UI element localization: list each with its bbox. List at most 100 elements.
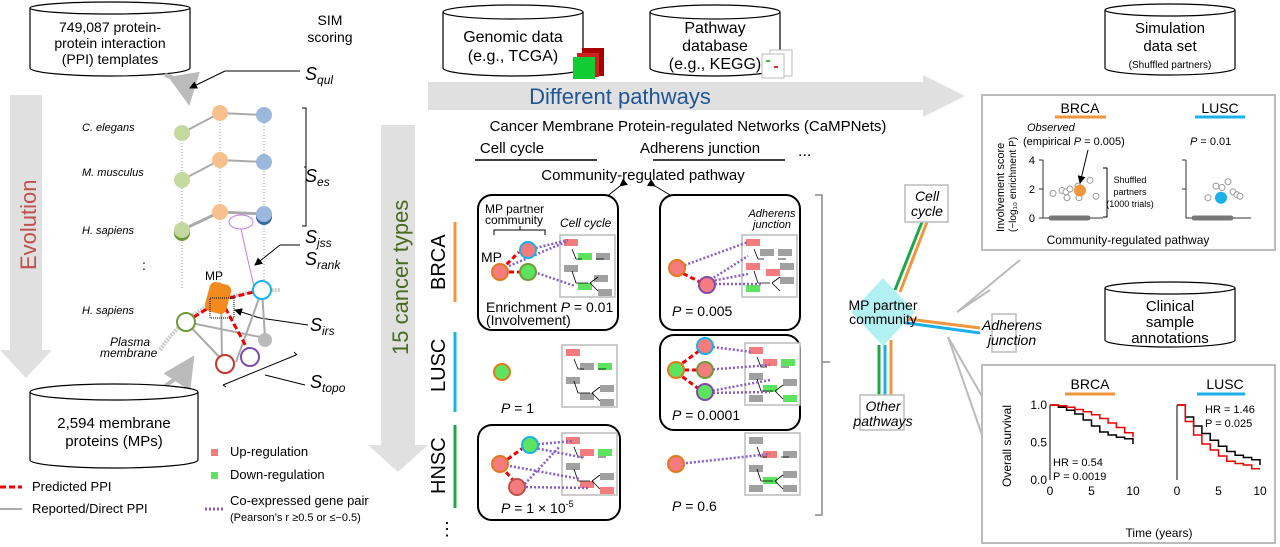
row-label-lusc: LUSC — [428, 339, 450, 392]
col-header-more: ... — [798, 143, 811, 160]
pathway-gene — [783, 471, 797, 478]
inv-observed-point — [1074, 184, 1086, 197]
pathway-gene — [780, 277, 794, 284]
campnets-title: Cancer Membrane Protein-regulated Networ… — [490, 118, 887, 135]
partner-node — [519, 241, 537, 259]
mp-node — [667, 361, 685, 379]
inv-shuffled-point — [1218, 184, 1226, 192]
legend-reported: Reported/Direct PPI — [32, 501, 148, 516]
partner-node — [696, 361, 714, 379]
inv-shuffled-point — [1049, 189, 1057, 197]
surv-ytick-label: 0.0 — [1030, 473, 1047, 487]
coexp-edge — [533, 270, 576, 288]
mp-node — [668, 259, 686, 277]
ppi-to-network-arrow — [164, 71, 200, 106]
coexp-edge — [521, 485, 591, 490]
svg-text:data set: data set — [1143, 38, 1197, 55]
pathway-gene — [600, 473, 614, 480]
surv-brca-title: BRCA — [1071, 376, 1111, 392]
cancer-types-arrow: 15 cancer types — [368, 125, 428, 472]
surv-xtick-label: 10 — [1126, 484, 1140, 498]
pathway-gene — [600, 385, 614, 392]
inv-ytick-label: 4 — [1029, 155, 1035, 167]
pathway-gene — [580, 393, 594, 400]
p-lusc-adherens: P = 0.0001 — [672, 407, 740, 423]
pathway-gene — [566, 377, 580, 384]
surv-lusc-p: P = 0.025 — [1205, 418, 1252, 430]
coexp-edge — [704, 390, 771, 395]
partner-node — [698, 276, 716, 294]
surv-ytick-label: 0.5 — [1030, 436, 1047, 450]
node-other — [859, 394, 905, 431]
genomic-db-line2: (e.g., TCGA) — [468, 48, 558, 65]
partner-node — [696, 383, 714, 401]
clinical-db: Clinical sample annotations — [1104, 281, 1236, 348]
species-c-elegans: C. elegans — [82, 122, 135, 134]
ppi-db-line3: (PPI) templates — [62, 51, 158, 67]
s-topo-label: Stopo — [310, 372, 346, 395]
inv-shuffled-point — [1066, 185, 1074, 193]
pathway-edges — [756, 446, 789, 490]
different-pathways-label: Different pathways — [529, 84, 711, 109]
coexp-edge — [521, 445, 561, 488]
mp-label: MP — [205, 269, 223, 283]
species-ellipsis: : — [142, 257, 146, 273]
svg-text:junction: junction — [986, 332, 1036, 348]
pathway-edges — [573, 358, 606, 402]
ppi-templates-db: 749,087 protein- protein interaction (PP… — [29, 1, 191, 77]
simulation-db: Simulation data set (Shuffled partners) — [1104, 3, 1236, 76]
different-pathways-arrow: Different pathways — [428, 75, 965, 117]
s-rank-label: Srank — [305, 249, 341, 272]
genomic-db-line1: Genomic data — [463, 29, 563, 46]
pathway-gene — [749, 465, 763, 472]
pathway-gene — [749, 395, 763, 402]
network-center-line2: community — [849, 311, 917, 327]
svg-text:cycle: cycle — [911, 203, 943, 219]
evolution-label: Evolution — [16, 179, 41, 270]
membrane-label-1: Plasma — [110, 335, 150, 349]
inv-ytick-label: 2 — [1029, 184, 1035, 196]
inv-ytick-label: 0 — [1029, 213, 1035, 225]
p-brca-adherens: P = 0.005 — [672, 303, 733, 319]
legend-down-swatch — [211, 472, 218, 479]
pathway-cellcycle-hnsc — [561, 432, 618, 496]
coexp-edge — [529, 439, 573, 447]
inv-shuffled-point — [1086, 176, 1094, 184]
pathway-gene — [746, 263, 760, 270]
score-labels: Squl Ses Sjss Srank Sirs Stopo — [305, 64, 346, 395]
surv-curve-red — [1050, 404, 1134, 438]
inv-shuffled-point — [1092, 192, 1100, 200]
inv-xlabel: Community-regulated pathway — [1047, 233, 1210, 247]
svg-text:Simulation: Simulation — [1135, 20, 1205, 37]
surv-ylabel: Overall survival — [1000, 405, 1014, 487]
pathway-gene — [760, 249, 774, 256]
pathway-gene — [600, 487, 614, 494]
evolution-arrow: Evolution — [0, 95, 52, 378]
svg-text:Other: Other — [865, 398, 901, 414]
mp-partner-label-1: MP partner — [485, 202, 544, 216]
svg-text:Clinical: Clinical — [1146, 298, 1194, 315]
coexp-edge — [529, 445, 586, 460]
node-cell-cycle — [904, 184, 949, 223]
pathway-gene — [783, 379, 797, 386]
coexp-edge — [704, 363, 771, 372]
coexp-edge — [704, 378, 771, 394]
pathway-gene — [578, 283, 592, 290]
pathway-gene — [598, 449, 612, 456]
node-adherens — [991, 313, 1017, 353]
legend-down: Down-regulation — [230, 467, 325, 482]
pathway-gene — [746, 285, 760, 292]
pathway-edges — [753, 248, 786, 292]
pathway-db-line2: database — [682, 38, 748, 55]
col-header-adherens: Adherens junction — [640, 140, 760, 157]
survival-plot: BRCA LUSC Overall survival Time (years) … — [1000, 376, 1267, 540]
pathway-gene — [580, 363, 594, 370]
coexp-edge — [677, 452, 771, 466]
pathway-gene — [566, 463, 580, 470]
p-hnsc-cellcycle: P = 1 × 10-5 — [501, 499, 574, 516]
pathway-cellcycle-lusc — [561, 344, 618, 408]
inv-shuffled-point — [1236, 192, 1244, 200]
svg-text:(Shuffled partners): (Shuffled partners) — [1129, 60, 1212, 71]
mp-node-label: MP — [481, 249, 502, 265]
pathway-gene — [749, 347, 763, 354]
